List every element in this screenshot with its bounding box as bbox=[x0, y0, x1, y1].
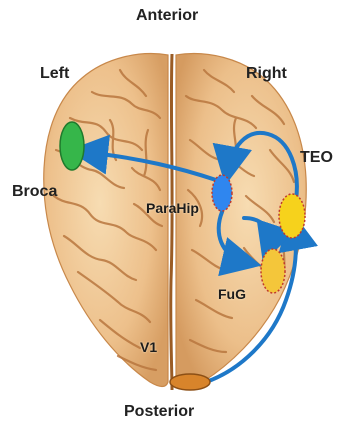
longitudinal-fissure bbox=[171, 54, 172, 390]
left-hemisphere bbox=[44, 54, 168, 387]
v1-label: V1 bbox=[140, 340, 157, 354]
broca-label: Broca bbox=[12, 184, 57, 200]
fug-label: FuG bbox=[218, 287, 246, 301]
right-label: Right bbox=[246, 66, 287, 82]
fug-region bbox=[261, 249, 285, 293]
v1-region bbox=[170, 374, 210, 390]
teo-region bbox=[279, 194, 305, 238]
anterior-label: Anterior bbox=[136, 8, 198, 24]
teo-label: TEO bbox=[300, 150, 333, 166]
broca-region bbox=[60, 122, 84, 170]
posterior-label: Posterior bbox=[124, 404, 194, 420]
parahip-region bbox=[212, 175, 232, 211]
left-label: Left bbox=[40, 66, 69, 82]
parahip-label: ParaHip bbox=[146, 201, 199, 215]
